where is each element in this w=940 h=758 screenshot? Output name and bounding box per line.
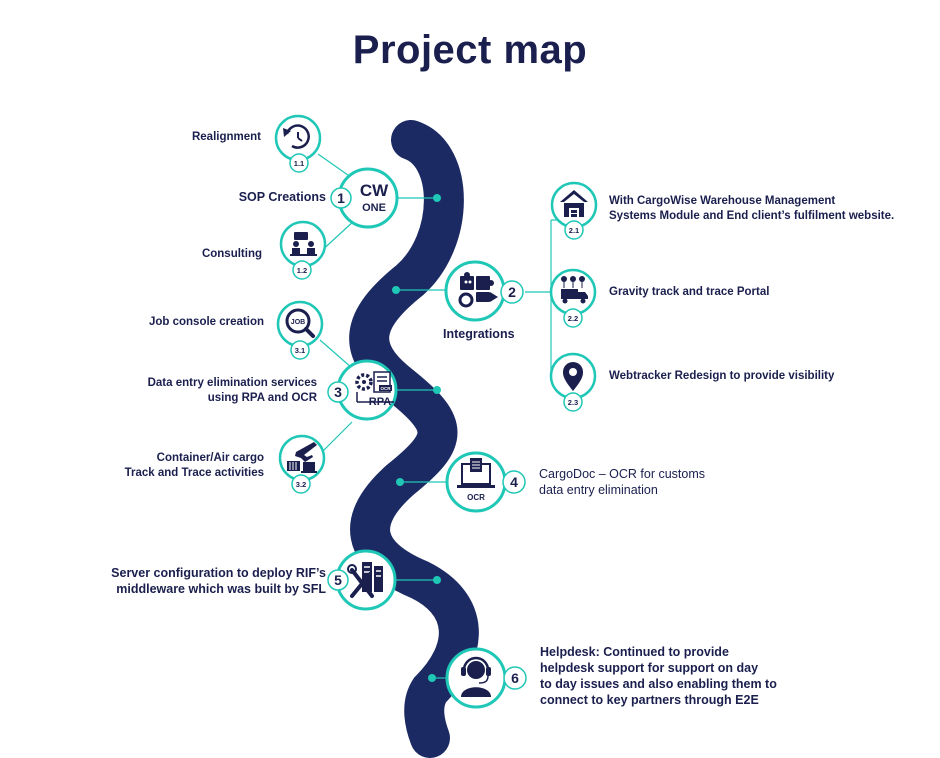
- svg-text:JOB: JOB: [291, 319, 305, 326]
- plane-container-icon: [287, 442, 317, 473]
- node-3: OCR RPA 3: [327, 359, 398, 421]
- node-1: CW ONE 1: [330, 167, 399, 229]
- node-number: 1.2: [297, 266, 307, 275]
- node-3-2: 3.2: [278, 434, 326, 494]
- svg-text:OCR: OCR: [467, 493, 485, 502]
- location-pin-icon: [563, 362, 583, 391]
- node-number: 3.1: [295, 346, 305, 355]
- headset-agent-icon: [461, 656, 491, 697]
- server-tools-icon: [347, 562, 383, 598]
- label-cargowise-wms: With CargoWise Warehouse Management Syst…: [609, 195, 895, 222]
- label-sop-creations: SOP Creations: [238, 190, 326, 204]
- label-consulting: Consulting: [201, 248, 262, 260]
- node-3-1: JOB 3.1: [276, 300, 324, 360]
- node-number: 3: [334, 384, 342, 400]
- node-number: 3.2: [296, 480, 306, 489]
- node-number: 6: [511, 670, 519, 686]
- rpa-icon: OCR RPA: [355, 371, 394, 408]
- realignment-icon: [283, 124, 310, 149]
- node-1-1: 1.1: [274, 114, 322, 173]
- truck-tracking-icon: [561, 276, 588, 304]
- node-number: 2.2: [568, 314, 578, 323]
- node-6: 6: [445, 647, 527, 709]
- node-number: 4: [510, 474, 518, 490]
- puzzle-gear-icon: [458, 272, 498, 308]
- node-2-1: 2.1: [550, 181, 598, 240]
- winding-path: [349, 120, 479, 758]
- cargowise-logo-cw: CW: [360, 181, 389, 200]
- job-search-icon: JOB: [285, 308, 315, 338]
- label-helpdesk: Helpdesk: Continued to provide helpdesk …: [540, 645, 777, 707]
- node-number: 1: [337, 190, 345, 206]
- cargowise-logo-one: ONE: [362, 202, 386, 214]
- label-realignment: Realignment: [191, 131, 261, 143]
- warehouse-icon: [560, 190, 588, 217]
- node-5: 5: [327, 549, 397, 611]
- node-2: 2: [444, 260, 524, 322]
- node-number: 2: [508, 284, 516, 300]
- node-2-2: 2.2: [549, 268, 597, 328]
- label-integrations: Integrations: [443, 327, 515, 341]
- laptop-ocr-icon: OCR: [457, 458, 495, 502]
- node-number: 2.1: [569, 226, 579, 235]
- node-number: 1.1: [294, 159, 304, 168]
- consulting-icon: [290, 232, 317, 256]
- label-gravity-portal: Gravity track and trace Portal: [609, 286, 770, 298]
- label-server-config: Server configuration to deploy RIF’s mid…: [111, 566, 326, 596]
- label-data-entry: Data entry elimination services using RP…: [147, 377, 317, 404]
- node-2-3: 2.3: [549, 352, 597, 412]
- label-webtracker: Webtracker Redesign to provide visibilit…: [609, 370, 835, 382]
- node-1-2: 1.2: [279, 220, 327, 280]
- page-title: Project map: [352, 28, 588, 72]
- node-number: 2.3: [568, 398, 578, 407]
- svg-text:OCR: OCR: [381, 386, 392, 391]
- label-job-console: Job console creation: [148, 316, 264, 328]
- node-4: OCR 4: [445, 451, 526, 513]
- label-container-air: Container/Air cargo Track and Trace acti…: [124, 452, 264, 479]
- node-number: 5: [334, 572, 342, 588]
- label-cargodoc: CargoDoc – OCR for customs data entry el…: [539, 467, 706, 497]
